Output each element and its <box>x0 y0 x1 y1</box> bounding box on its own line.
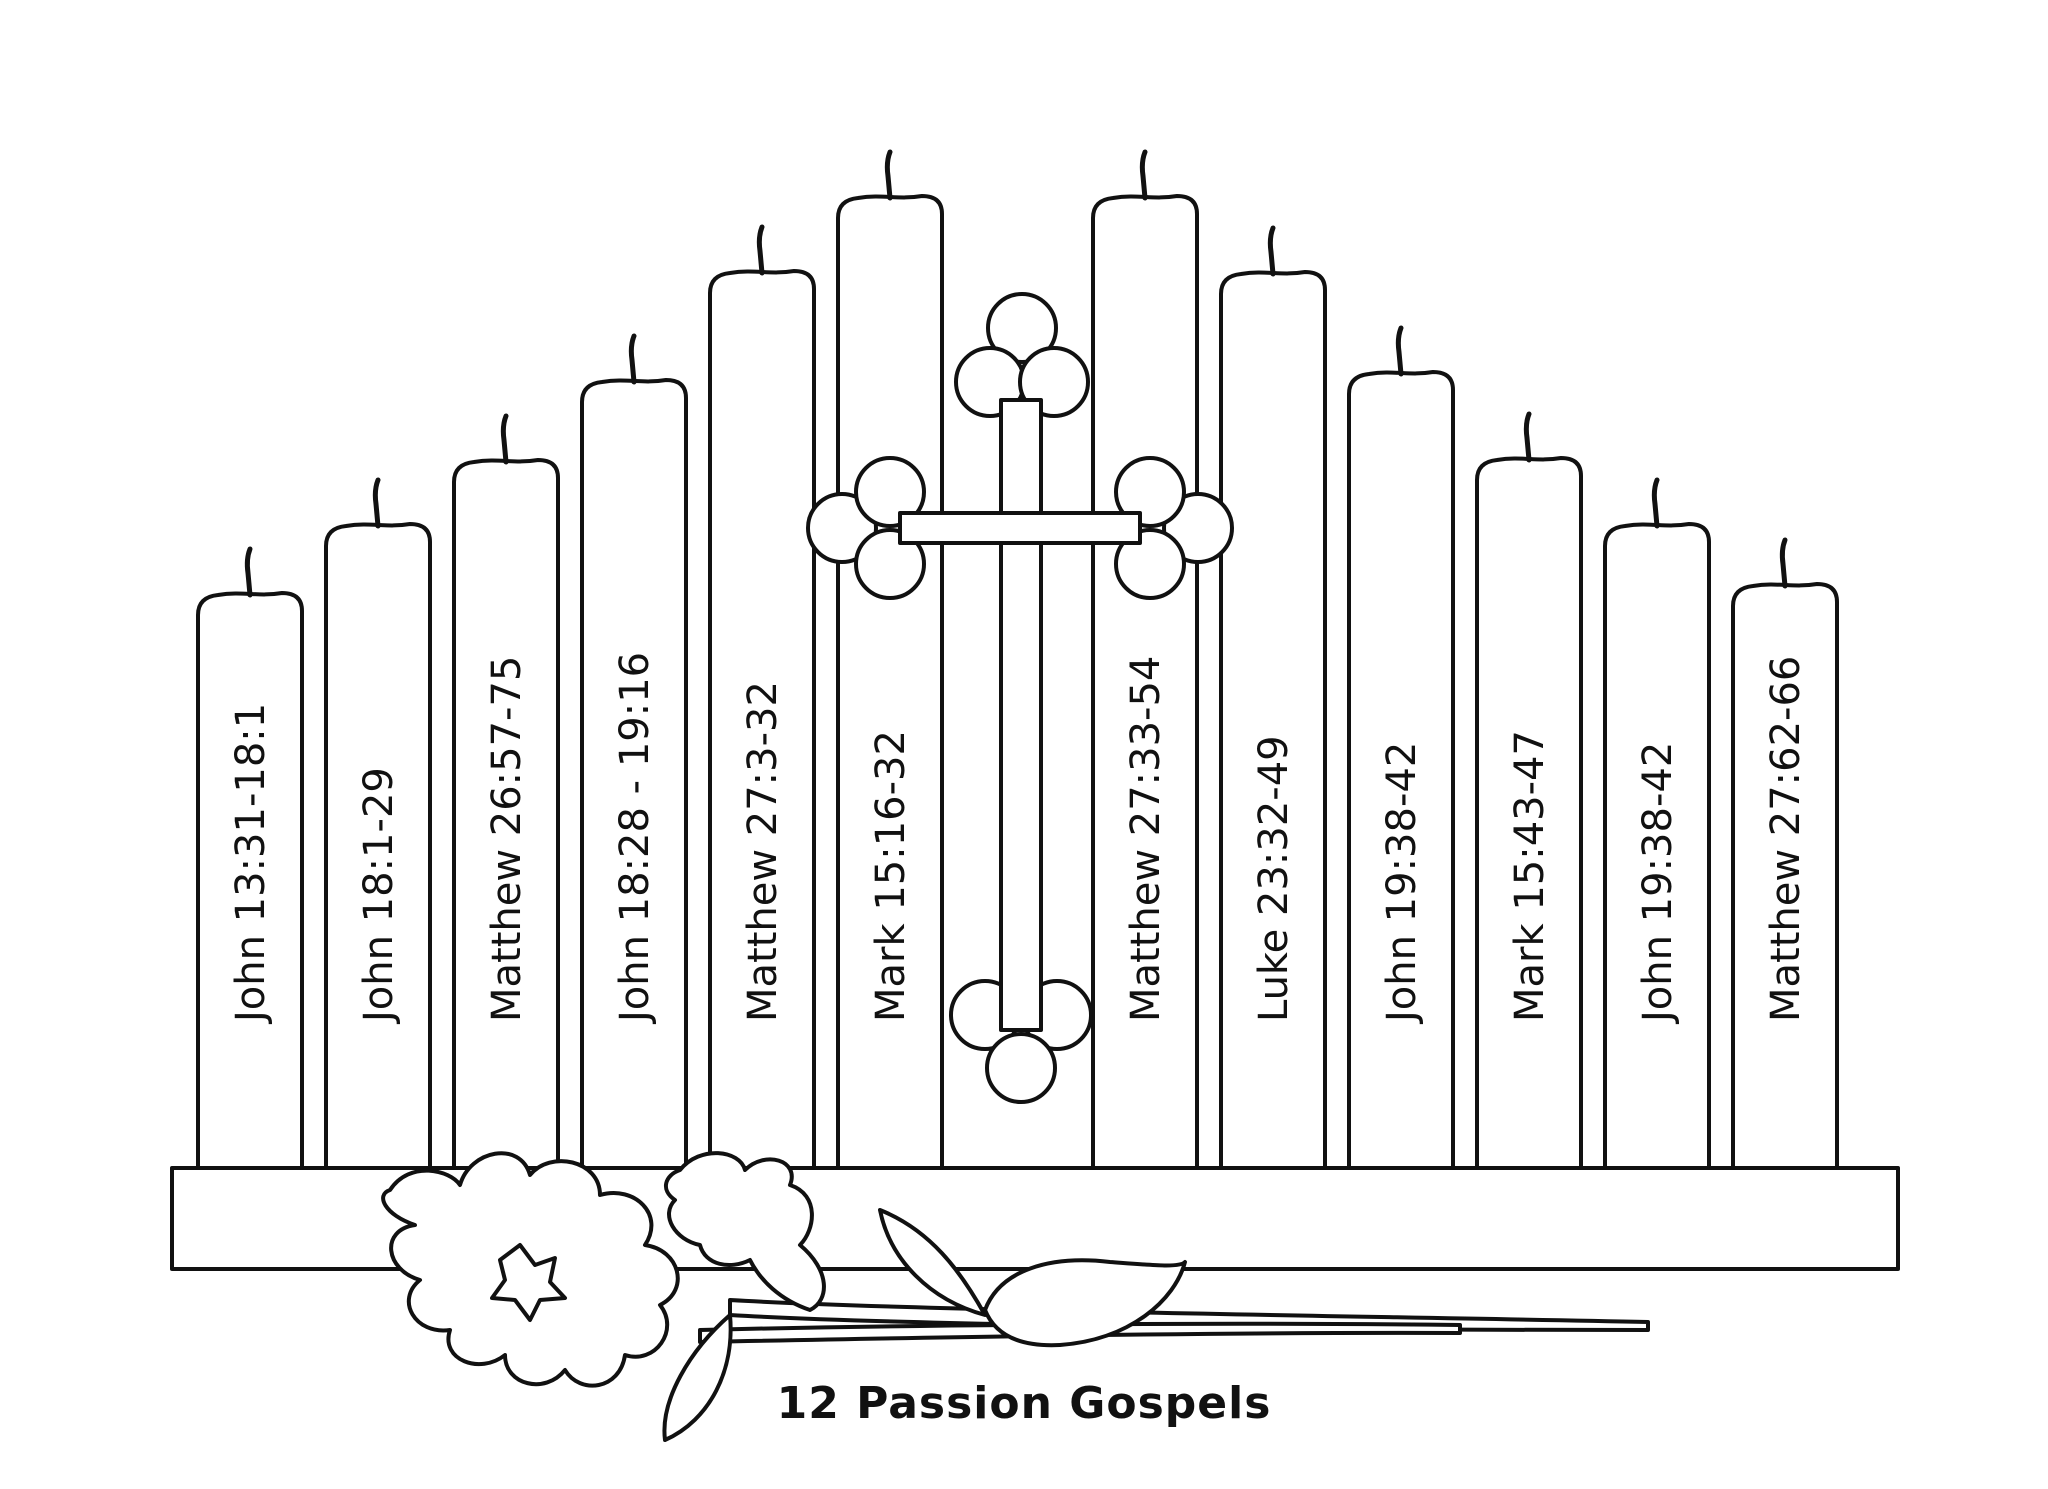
candle-wick <box>756 224 765 276</box>
candle-reference-label: Matthew 26:57-75 <box>484 656 530 1022</box>
candle-body <box>196 591 304 1170</box>
candle-body <box>580 378 688 1170</box>
candle-wick <box>628 333 637 385</box>
candle-reference-label: Matthew 27:62-66 <box>1763 656 1809 1022</box>
candle-reference-label: John 19:38-42 <box>1635 742 1681 1025</box>
candle-body <box>1091 194 1199 1170</box>
candle-reference-label: Matthew 27:33-54 <box>1123 656 1169 1022</box>
candle-wick <box>244 546 253 598</box>
candle-4: John 18:28 - 19:16 <box>580 333 688 1170</box>
candle-reference-label: John 18:1-29 <box>356 767 402 1025</box>
candle-body <box>836 194 944 1170</box>
candle-9: John 19:38-42 <box>1347 325 1455 1170</box>
candle-reference-label: Luke 23:32-49 <box>1251 735 1297 1022</box>
candle-wick <box>1523 411 1532 463</box>
candle-11: John 19:38-42 <box>1603 477 1711 1170</box>
candle-wick <box>1779 537 1788 589</box>
candle-wick <box>1395 325 1404 377</box>
candle-3: Matthew 26:57-75 <box>452 413 560 1170</box>
candle-reference-label: Mark 15:16-32 <box>868 730 914 1022</box>
carnation-flowers-icon <box>381 1151 1650 1442</box>
candle-body <box>1219 270 1327 1170</box>
candle-reference-label: John 18:28 - 19:16 <box>612 652 658 1025</box>
candle-1: John 13:31-18:1 <box>196 546 304 1170</box>
candle-body <box>1731 582 1839 1170</box>
candle-5: Matthew 27:3-32 <box>708 224 816 1170</box>
candle-reference-label: John 19:38-42 <box>1379 742 1425 1025</box>
candle-wick <box>500 413 509 465</box>
candle-wick <box>372 477 381 529</box>
candle-reference-label: Mark 15:43-47 <box>1507 730 1553 1022</box>
trefoil-cross-icon <box>806 292 1234 1104</box>
candle-wick <box>1651 477 1660 529</box>
candle-2: John 18:1-29 <box>324 477 432 1170</box>
candle-wick <box>1139 149 1148 201</box>
candle-wick <box>1267 225 1276 277</box>
candle-8: Luke 23:32-49 <box>1219 225 1327 1170</box>
candle-body <box>324 522 432 1170</box>
candle-body <box>1475 456 1583 1170</box>
candle-10: Mark 15:43-47 <box>1475 411 1583 1170</box>
candle-row: John 13:31-18:1 John 18:1-29 Matthew 26:57… <box>196 149 1839 1170</box>
candle-reference-label: Matthew 27:3-32 <box>740 681 786 1022</box>
caption-title: 12 Passion Gospels <box>776 1378 1272 1429</box>
candle-body <box>708 269 816 1170</box>
candle-body <box>1603 522 1711 1170</box>
candle-12: Matthew 27:62-66 <box>1731 537 1839 1170</box>
candle-body <box>1347 370 1455 1170</box>
candle-6: Mark 15:16-32 <box>836 149 944 1170</box>
candle-wick <box>884 149 893 201</box>
candle-7: Matthew 27:33-54 <box>1091 149 1199 1170</box>
candle-reference-label: John 13:31-18:1 <box>228 703 274 1025</box>
candle-body <box>452 458 560 1170</box>
